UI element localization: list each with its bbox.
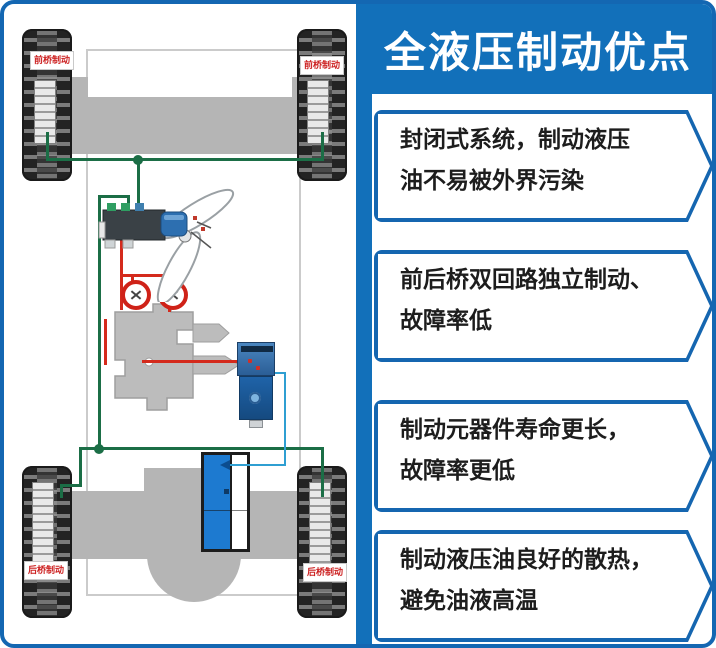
pump-motor-illustration [98,188,235,302]
charge-unit-gauge [249,392,261,404]
pressure-line-accumulator-left-stem [131,274,134,283]
hydraulic-line-valve-elbow [98,195,130,198]
valve-port-upper [192,323,230,343]
hydraulic-line-rear-right-drop [321,447,324,497]
valve-foot [104,239,116,249]
hydraulic-line-front-left-drop [46,132,49,161]
charge-unit-head [237,342,275,376]
charge-unit-marker [248,359,252,363]
pump-motor-assembly [97,170,242,302]
title-block: 全液压制动优点 [356,4,712,94]
pressure-line-valve-left [104,319,107,365]
motor-highlight [164,215,184,220]
callout-component-life: 制动元器件寿命更长， 故障率更低 [374,400,714,512]
oil-tank-level-column [230,455,247,549]
callout-background [378,254,710,358]
hydraulic-line-rear [79,447,324,450]
valve-body [114,303,194,411]
callout-closed-system: 封闭式系统，制动液压 油不易被外界污染 [374,110,714,222]
callout-text-line: 油不易被外界污染 [400,166,584,193]
brake-unit-front-left [34,80,56,144]
wheel-label-front-left: 前桥制动 [30,51,75,70]
pressure-line-accumulator-header [120,274,172,277]
return-line-to-tank [230,464,286,466]
valve-tab [98,221,106,239]
callout-text-line: 封闭式系统，制动液压 [400,126,630,152]
wheel-label-rear-left: 后桥制动 [24,561,69,580]
brake-valve-illustration [114,303,240,411]
wheel-label-front-right: 前桥制动 [300,56,345,75]
callout-text-line: 制动液压油良好的散热， [400,546,653,572]
wheel-label-rear-right: 后桥制动 [303,563,348,582]
pipe-junction-front [133,155,143,165]
brake-pedal-valve [107,300,247,418]
callout-dual-circuit: 前后桥双回路独立制动、 故障率低 [374,250,714,362]
pipe-junction-rear [94,444,104,454]
return-line-drop [284,372,286,466]
callout-background [378,534,710,638]
valve-port-lower [192,355,240,375]
front-axle [44,97,336,154]
hydraulic-line-rear-left-stub [60,484,63,498]
hydraulic-line-front-feed [137,158,140,214]
callout-text-line: 故障率低 [400,306,492,333]
hydraulic-line-front-right-drop [321,132,324,161]
oil-tank-level-line [204,510,247,511]
valve-port [107,203,116,211]
valve-foot [122,239,134,249]
charge-unit-foot [249,420,263,428]
return-line-stub [272,372,286,374]
valve-port [121,203,130,211]
charge-valve-unit [237,342,275,428]
brake-unit-rear-left [32,482,54,570]
hydraulic-line-front [46,158,324,161]
brake-unit-front-right [307,80,329,144]
linkage-lines [190,221,212,249]
callout-background [378,404,710,508]
callout-text-line: 避免油液高温 [400,586,538,613]
callout-text-line: 故障率更低 [400,456,515,483]
accent-strip [356,4,372,644]
callout-text-line: 前后桥双回路独立制动、 [400,266,653,292]
hydraulic-line-rear-feed [98,195,101,450]
pressure-line-to-charge-unit [142,360,240,363]
charge-unit-marker [256,366,260,370]
callout-heat-dissipation: 制动液压油良好的散热， 避免油液高温 [374,530,714,642]
return-arrow-icon [220,460,230,470]
accumulator-left [121,280,151,310]
page-title: 全液压制动优点 [383,28,692,76]
brake-unit-rear-right [309,482,331,570]
valve-port [135,203,144,211]
hydraulic-line-rear-left-elbow [60,484,82,487]
pump-mark [201,227,205,231]
hydraulic-line-rear-left-drop [79,447,82,487]
callout-background [378,114,710,218]
fan-blade-lower [156,231,202,302]
pump-mark [193,216,197,220]
oil-tank-port [224,489,229,494]
valve-block [102,209,166,241]
charge-unit-label-band [241,346,273,352]
callout-text-line: 制动元器件寿命更长， [400,416,630,442]
